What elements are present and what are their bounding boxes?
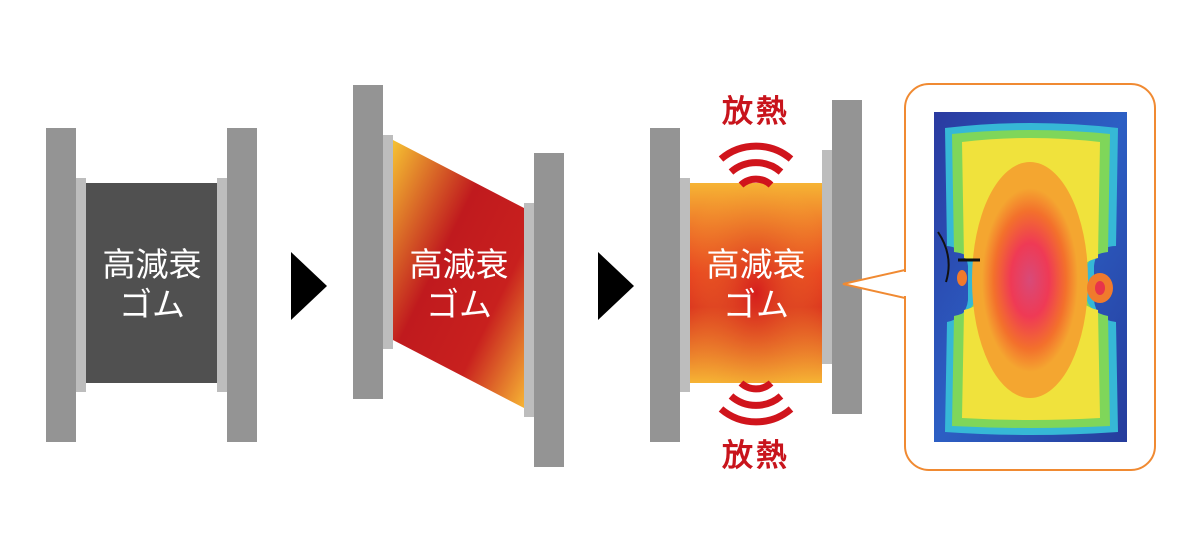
callout-pointer [842, 269, 906, 299]
rubber-label-line1: 高減衰 [410, 245, 509, 284]
right-plate [832, 100, 862, 414]
right-plate-inner [822, 150, 832, 364]
left-plate-inner [76, 178, 86, 392]
arrow-right-icon [598, 252, 634, 320]
rubber-label-line1: 高減衰 [103, 245, 202, 284]
rubber-block-rest [86, 183, 217, 383]
heat-release-label-top: 放熱 [721, 94, 790, 130]
heat-wave-top-icon [718, 142, 794, 188]
heat-release-label-bottom: 放熱 [721, 438, 790, 474]
rubber-label-line2: ゴム [426, 285, 492, 324]
arrow-right-icon [291, 252, 327, 320]
left-plate [650, 128, 680, 442]
stage-rest: 高減衰 ゴム [46, 128, 257, 442]
rubber-block-deformed [393, 140, 524, 408]
callout-pointer-cover [902, 272, 908, 296]
right-plate-inner [217, 178, 227, 392]
left-plate-inner [680, 178, 690, 392]
rubber-label-line2: ゴム [723, 285, 789, 324]
rubber-label-line1: 高減衰 [707, 245, 806, 284]
right-plate [227, 128, 257, 442]
right-plate-inner [524, 203, 534, 417]
left-plate-inner [383, 135, 393, 349]
thermal-image [934, 112, 1127, 442]
rubber-label-line2: ゴム [119, 285, 185, 324]
rubber-heat-core [690, 183, 822, 383]
left-plate [353, 85, 383, 399]
heat-wave-bottom-icon [718, 380, 794, 426]
right-plate [534, 153, 564, 467]
stage-heat-release: 高減衰 ゴム 放熱 放熱 [650, 94, 862, 474]
left-plate [46, 128, 76, 442]
stage-deformed: 高減衰 ゴム [353, 85, 564, 467]
